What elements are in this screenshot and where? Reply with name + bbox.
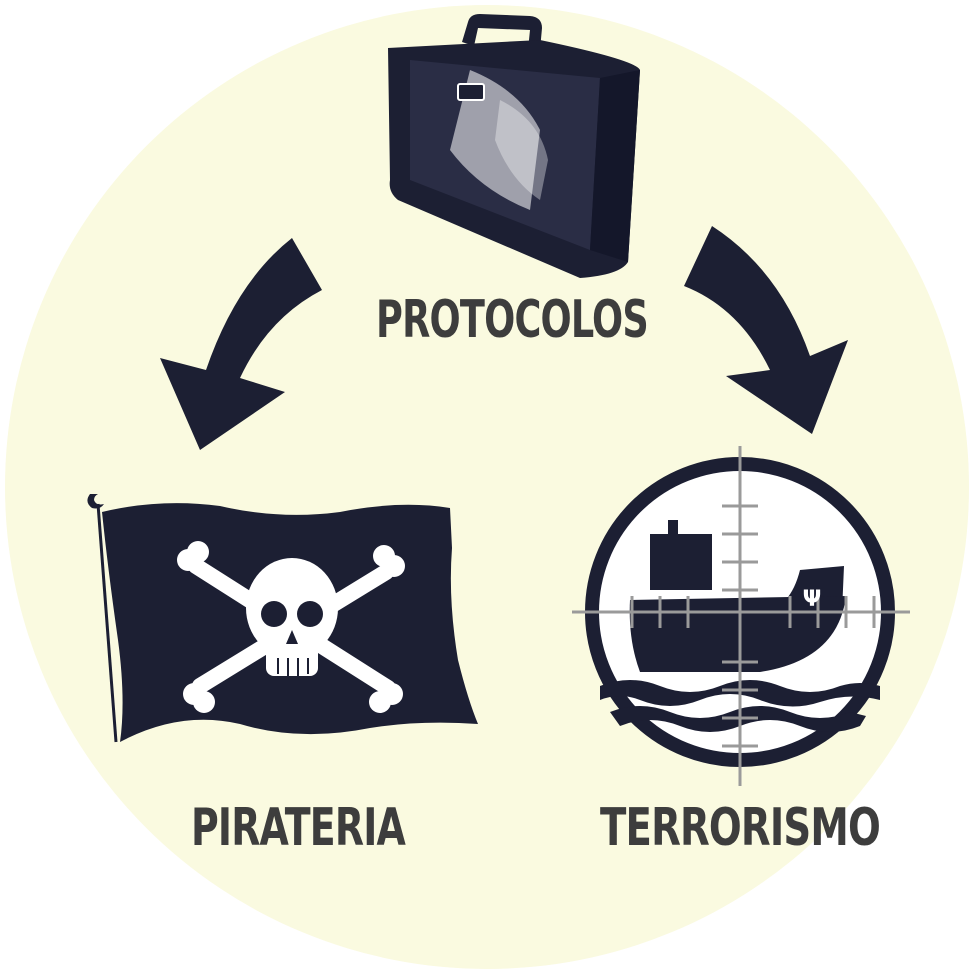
label-terrorismo: TERRORISMO: [600, 798, 880, 858]
svg-text:Ψ: Ψ: [803, 587, 822, 612]
arrow-to-terrorismo: [684, 226, 848, 434]
pirate-flag-icon: [87, 494, 478, 743]
ship-crosshair-icon: Ψ: [572, 446, 910, 786]
label-protocolos: PROTOCOLOS: [376, 290, 648, 350]
briefcase-icon: [388, 14, 640, 278]
label-pirateria: PIRATERIA: [191, 798, 406, 858]
arrow-to-pirateria: [160, 238, 322, 450]
